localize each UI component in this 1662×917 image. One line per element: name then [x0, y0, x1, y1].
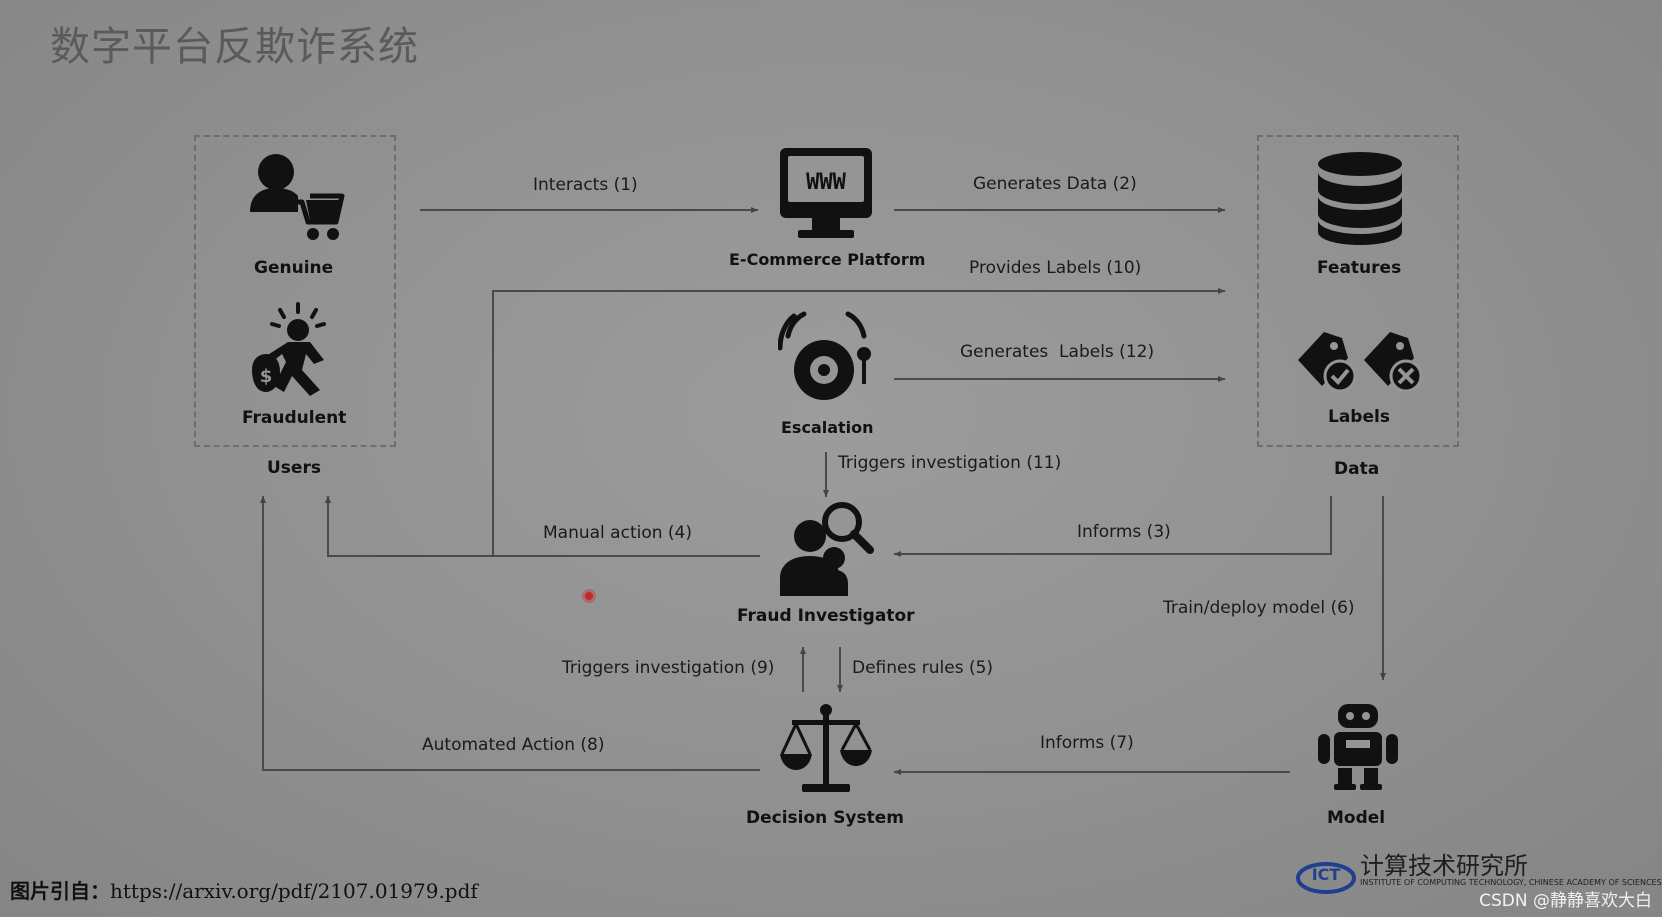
- database-icon: [1318, 152, 1402, 245]
- edge-manual-action: [325, 496, 760, 557]
- edge-label-interacts: Interacts (1): [533, 175, 638, 195]
- footer-url: https://arxiv.org/pdf/2107.01979.pdf: [110, 879, 478, 903]
- users-group-box: [194, 135, 396, 447]
- alarm-bell-icon: [778, 311, 871, 400]
- edge-label-triggers-investigation-9: Triggers investigation (9): [562, 658, 775, 678]
- svg-text:ICT: ICT: [1312, 865, 1341, 884]
- edge-label-provides-labels: Provides Labels (10): [969, 258, 1142, 278]
- fraudulent-thief-icon: $: [252, 302, 326, 396]
- edge-label-triggers-investigation-11: Triggers investigation (11): [838, 453, 1062, 473]
- edge-provides-labels: [492, 288, 1225, 556]
- footer-citation: 图片引自：https://arxiv.org/pdf/2107.01979.pd…: [10, 875, 478, 904]
- node-label-escalation: Escalation: [781, 418, 874, 437]
- node-label-features: Features: [1317, 258, 1402, 278]
- node-label-decision-system: Decision System: [746, 808, 905, 828]
- group-label-users: Users: [267, 458, 321, 478]
- data-group-box: [1257, 135, 1459, 447]
- csdn-watermark: CSDN @静静喜欢大白: [1479, 891, 1652, 911]
- page-title: 数字平台反欺诈系统: [50, 24, 419, 70]
- group-label-data: Data: [1334, 459, 1380, 479]
- monitor-www-icon: WWW: [780, 148, 872, 238]
- robot-icon: [1318, 704, 1398, 790]
- scales-icon: [780, 704, 872, 792]
- institute-logo-text: 计算技术研究所: [1360, 852, 1528, 880]
- node-label-model: Model: [1327, 808, 1386, 828]
- edge-label-generates-data: Generates Data (2): [973, 174, 1137, 194]
- ict-logo-icon: ICT: [1296, 862, 1356, 894]
- edge-label-manual-action: Manual action (4): [543, 523, 692, 543]
- edge-informs-3: [894, 496, 1332, 557]
- edge-label-defines-rules: Defines rules (5): [852, 658, 994, 678]
- edge-label-informs-7: Informs (7): [1040, 733, 1134, 753]
- svg-text:$: $: [260, 366, 273, 387]
- edge-label-generates-labels: Generates Labels (12): [960, 342, 1155, 362]
- edge-label-informs-3: Informs (3): [1077, 522, 1171, 542]
- edge-automated-action: [260, 496, 760, 771]
- node-label-fraud-investigator: Fraud Investigator: [737, 606, 915, 626]
- node-label-labels: Labels: [1328, 407, 1390, 427]
- laser-pointer-dot: [585, 592, 593, 600]
- genuine-shopper-icon: [250, 154, 345, 240]
- label-tags-icon: [1298, 332, 1423, 393]
- edge-label-train-deploy: Train/deploy model (6): [1163, 598, 1355, 618]
- node-label-fraudulent: Fraudulent: [242, 408, 347, 428]
- node-label-genuine: Genuine: [254, 258, 334, 278]
- institute-logo-subtext: INSTITUTE OF COMPUTING TECHNOLOGY, CHINE…: [1360, 878, 1662, 887]
- node-label-ecommerce: E-Commerce Platform: [729, 250, 926, 269]
- svg-text:WWW: WWW: [806, 170, 846, 195]
- footer-label: 图片引自：: [10, 879, 110, 903]
- edge-label-automated-action: Automated Action (8): [422, 735, 605, 755]
- investigator-icon: [780, 502, 874, 596]
